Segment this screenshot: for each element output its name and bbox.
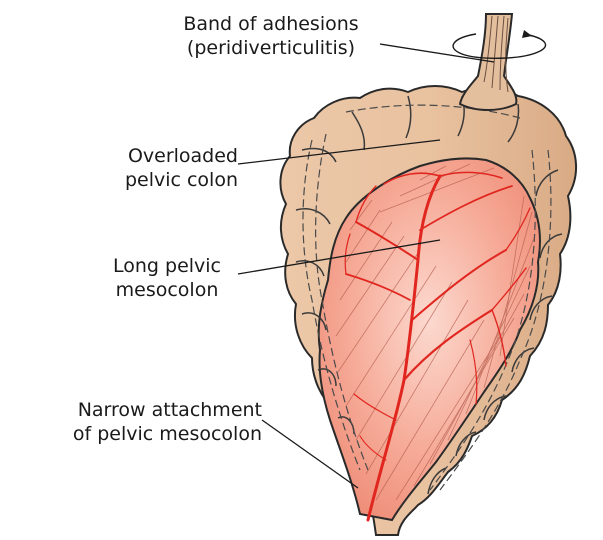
label-band-of-adhesions-line2: (peridiverticulitis)	[162, 36, 380, 60]
label-narrow-attachment-line2: of pelvic mesocolon	[0, 422, 262, 446]
label-overloaded-line2: pelvic colon	[60, 168, 238, 192]
band-of-adhesions	[460, 14, 516, 110]
label-long-pelvic-line2: mesocolon	[96, 278, 238, 302]
label-band-of-adhesions: Band of adhesions (peridiverticulitis)	[162, 12, 380, 60]
label-overloaded-pelvic-colon: Overloaded pelvic colon	[60, 144, 238, 192]
label-long-pelvic-line1: Long pelvic	[96, 254, 238, 278]
label-overloaded-line1: Overloaded	[60, 144, 238, 168]
label-band-of-adhesions-line1: Band of adhesions	[162, 12, 380, 36]
label-long-pelvic-mesocolon: Long pelvic mesocolon	[96, 254, 238, 302]
label-narrow-attachment: Narrow attachment of pelvic mesocolon	[0, 398, 262, 446]
label-narrow-attachment-line1: Narrow attachment	[0, 398, 262, 422]
pelvic-mesocolon	[319, 158, 540, 520]
